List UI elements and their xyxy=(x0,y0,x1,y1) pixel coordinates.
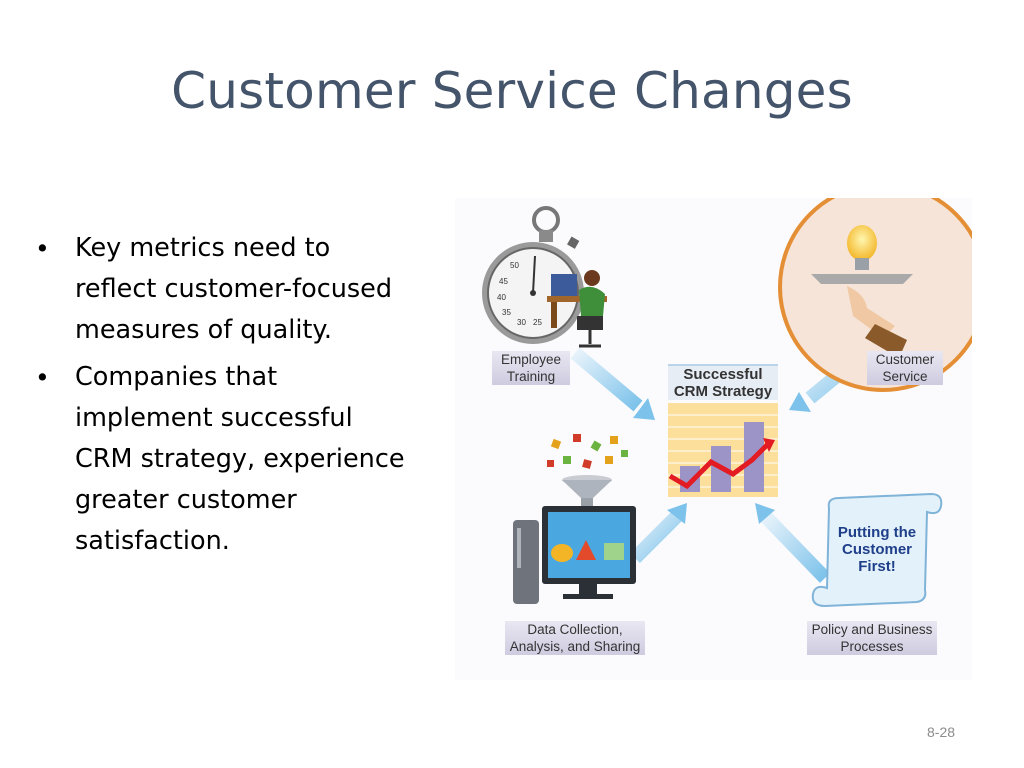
bullet-text: Key metrics need to reflect customer-foc… xyxy=(75,233,393,345)
crm-chart-icon xyxy=(668,403,778,497)
employee-training-label: Employee Training xyxy=(492,351,570,385)
customer-service-icon xyxy=(778,198,972,392)
employee-at-desk-icon xyxy=(547,270,607,348)
stopwatch-number: 40 xyxy=(497,293,506,302)
data-collection-label: Data Collection, Analysis, and Sharing xyxy=(505,621,645,655)
bullet-list: • Key metrics need to reflect customer-fo… xyxy=(30,228,410,568)
arrow-from-data xyxy=(630,503,687,563)
bullet-item: • Companies that implement successful CRM… xyxy=(30,357,410,562)
customer-service-label: Customer Service xyxy=(867,351,943,385)
arrow-from-policy xyxy=(755,503,831,583)
data-funnel-icon xyxy=(547,434,628,508)
crm-strategy-illustration: 50 45 40 35 30 25 xyxy=(455,198,972,680)
bullet-text: Companies that implement successful CRM … xyxy=(75,362,405,556)
policy-label: Policy and Business Processes xyxy=(807,621,937,655)
scroll-icon xyxy=(811,492,943,608)
stopwatch-number: 35 xyxy=(502,308,511,317)
bullet-dot: • xyxy=(35,363,50,392)
stopwatch-number: 30 xyxy=(517,318,526,327)
arrow-from-training xyxy=(570,347,655,420)
bullet-dot: • xyxy=(35,234,50,263)
stopwatch-number: 50 xyxy=(510,261,519,270)
stopwatch-number: 45 xyxy=(499,277,508,286)
stopwatch-number: 25 xyxy=(533,318,542,327)
crm-strategy-label: Successful CRM Strategy xyxy=(668,364,778,400)
computer-icon xyxy=(513,506,636,604)
page-number: 8-28 xyxy=(927,724,956,740)
slide-title: Customer Service Changes xyxy=(171,62,853,120)
illustration-graphics: 50 45 40 35 30 25 xyxy=(482,198,972,608)
scroll-label: Putting the Customer First! xyxy=(837,524,917,575)
bullet-item: • Key metrics need to reflect customer-fo… xyxy=(30,228,410,351)
